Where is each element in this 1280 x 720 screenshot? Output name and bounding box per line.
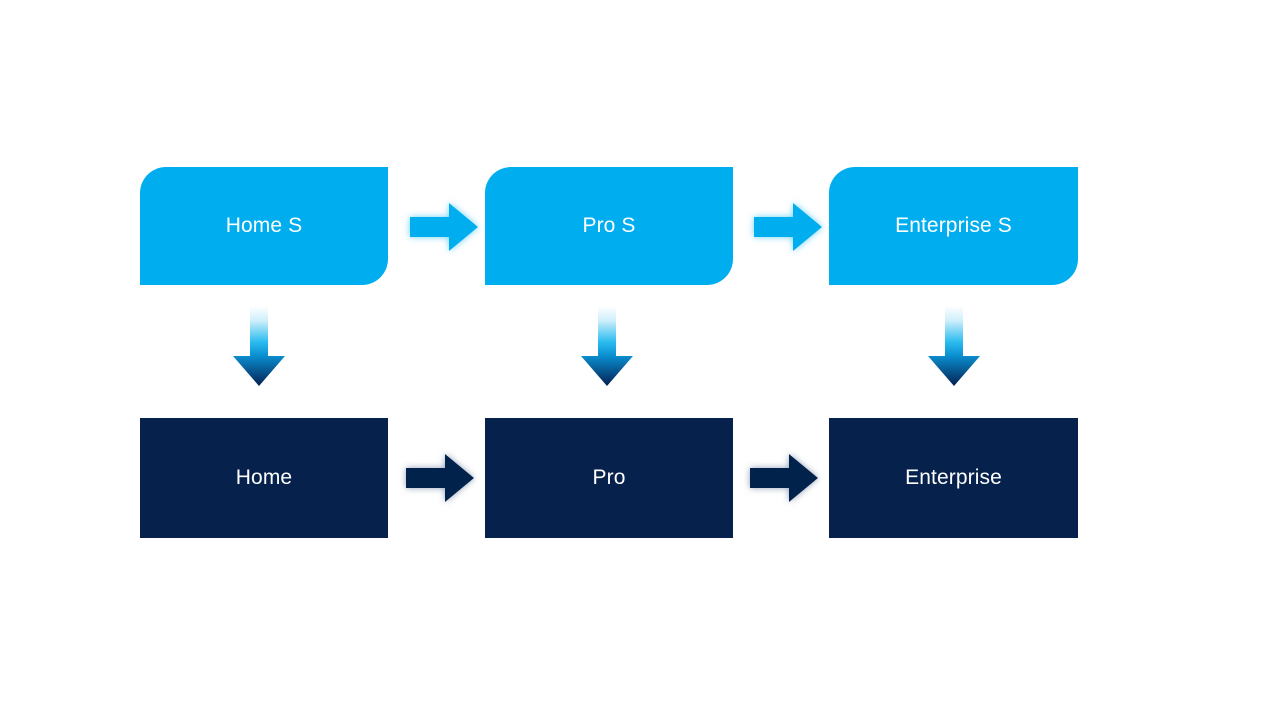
arrow-down-pro-s-to-pro: [577, 305, 637, 389]
node-label-home: Home: [235, 466, 293, 490]
arrow-right-pro-s-to-enterprise-s: [752, 200, 824, 254]
arrow-down-home-s-to-home: [229, 305, 289, 389]
arrow-right-home-s-to-pro-s: [408, 200, 480, 254]
arrow-down-enterprise-s-to-enterprise: [924, 305, 984, 389]
arrow-right-pro-to-enterprise: [748, 451, 820, 505]
node-home[interactable]: Home: [140, 418, 388, 538]
node-label-home-s: Home S: [225, 214, 303, 238]
node-label-enterprise: Enterprise: [905, 466, 1002, 490]
node-pro[interactable]: Pro: [485, 418, 733, 538]
arrow-right-home-to-pro: [404, 451, 476, 505]
node-label-enterprise-s: Enterprise S: [895, 214, 1012, 238]
node-enterprise-s[interactable]: Enterprise S: [829, 167, 1078, 285]
node-label-pro: Pro: [592, 466, 626, 490]
node-pro-s[interactable]: Pro S: [485, 167, 733, 285]
node-label-pro-s: Pro S: [582, 214, 636, 238]
node-enterprise[interactable]: Enterprise: [829, 418, 1078, 538]
node-home-s[interactable]: Home S: [140, 167, 388, 285]
